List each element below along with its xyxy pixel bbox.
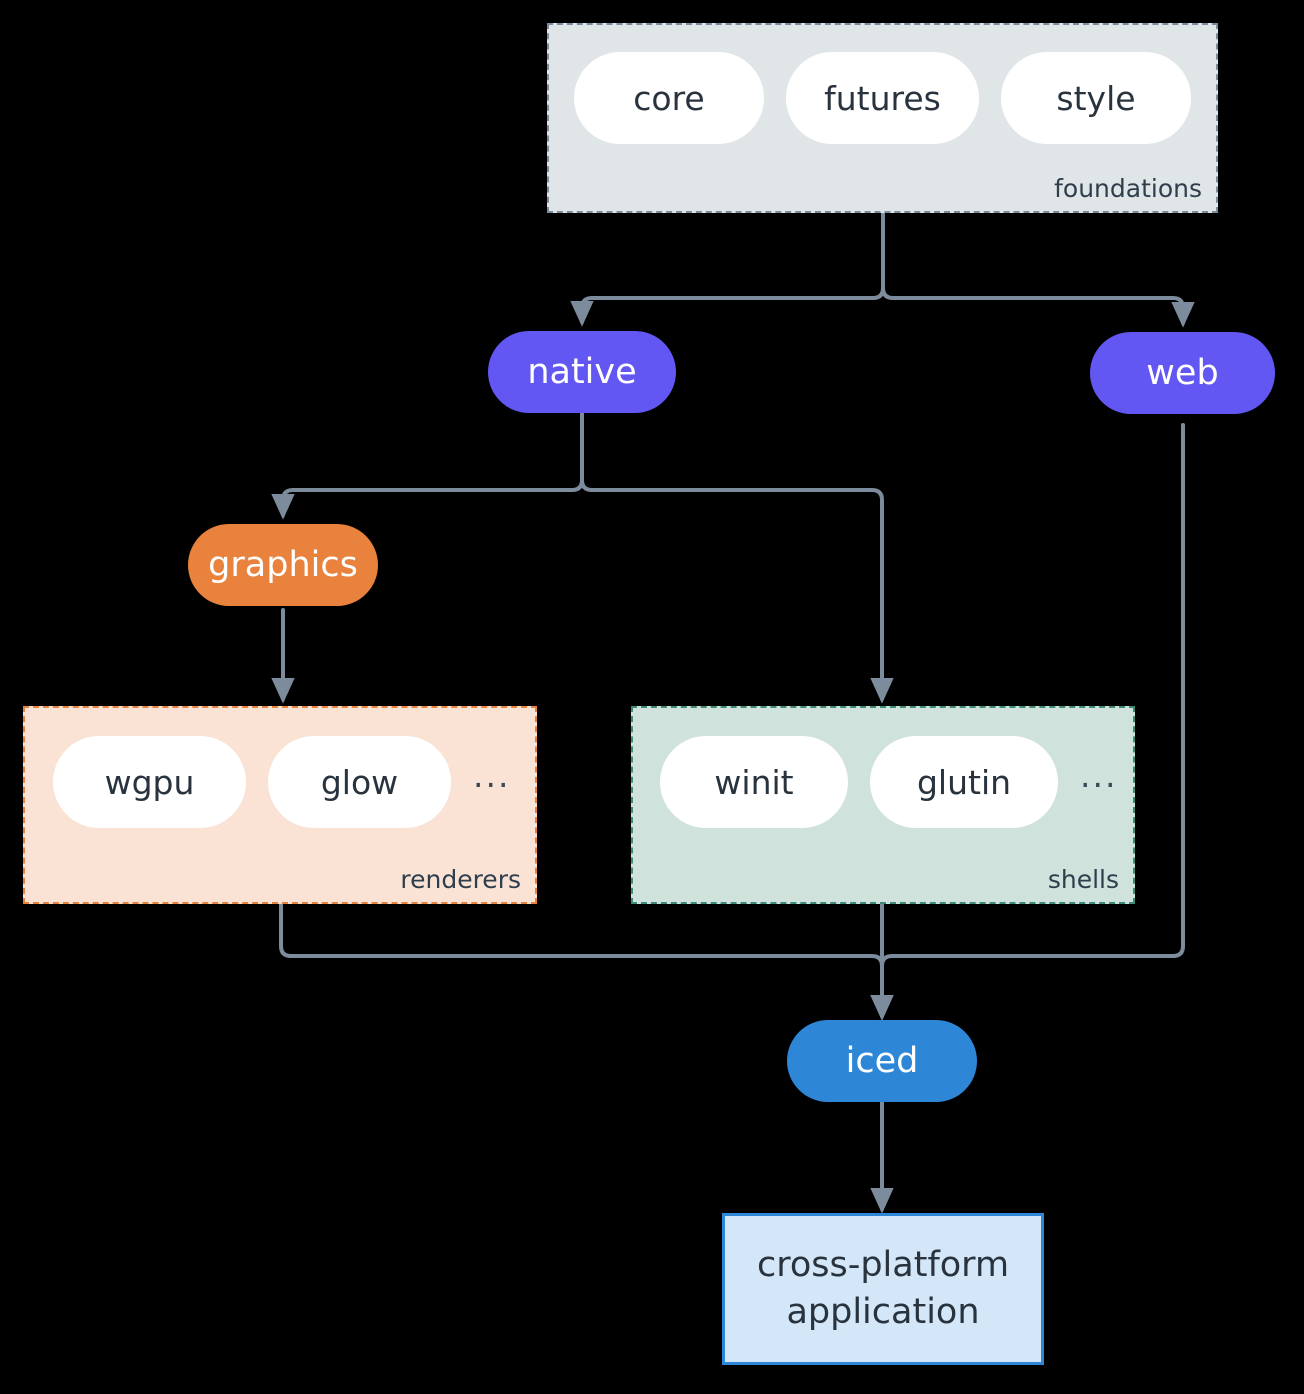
application-label-line1: cross-platform [756,1244,1010,1285]
node-web-label: web [1146,353,1219,393]
node-glutin[interactable]: glutin [870,736,1058,828]
node-futures[interactable]: futures [786,52,979,144]
application-label-line2: application [786,1292,980,1332]
renderers-items: wgpu glow ... [53,736,510,828]
node-core[interactable]: core [574,52,764,144]
edge-foundations-native [570,212,885,327]
shells-items: winit glutin ... [660,736,1117,828]
group-label-renderers: renderers [400,865,521,894]
edge-foundations-web [881,212,1195,328]
group-renderers: wgpu glow ... renderers [23,706,537,904]
node-style[interactable]: style [1001,52,1191,144]
group-foundations: core futures style foundations [547,23,1218,213]
node-web[interactable]: web [1090,332,1275,414]
node-graphics[interactable]: graphics [188,524,378,606]
node-native-label: native [527,352,637,392]
group-shells: winit glutin ... shells [631,706,1135,904]
node-graphics-label: graphics [208,545,358,585]
foundations-items: core futures style [574,52,1191,144]
edge-native-graphics [271,410,584,520]
node-iced[interactable]: iced [787,1020,977,1102]
application-label-lines: cross-platform application [757,1242,1009,1337]
node-wgpu[interactable]: wgpu [53,736,246,828]
node-iced-label: iced [845,1041,919,1081]
group-label-shells: shells [1047,865,1119,894]
edge-renderers-iced [279,903,894,1021]
node-winit[interactable]: winit [660,736,848,828]
node-cross-platform-application[interactable]: cross-platform application [722,1213,1044,1365]
renderers-more-indicator: ... [473,755,511,795]
edge-native-shells [580,410,894,704]
node-glow[interactable]: glow [268,736,451,828]
group-label-foundations: foundations [1054,174,1202,203]
shells-more-indicator: ... [1080,755,1118,795]
node-native[interactable]: native [488,331,676,413]
